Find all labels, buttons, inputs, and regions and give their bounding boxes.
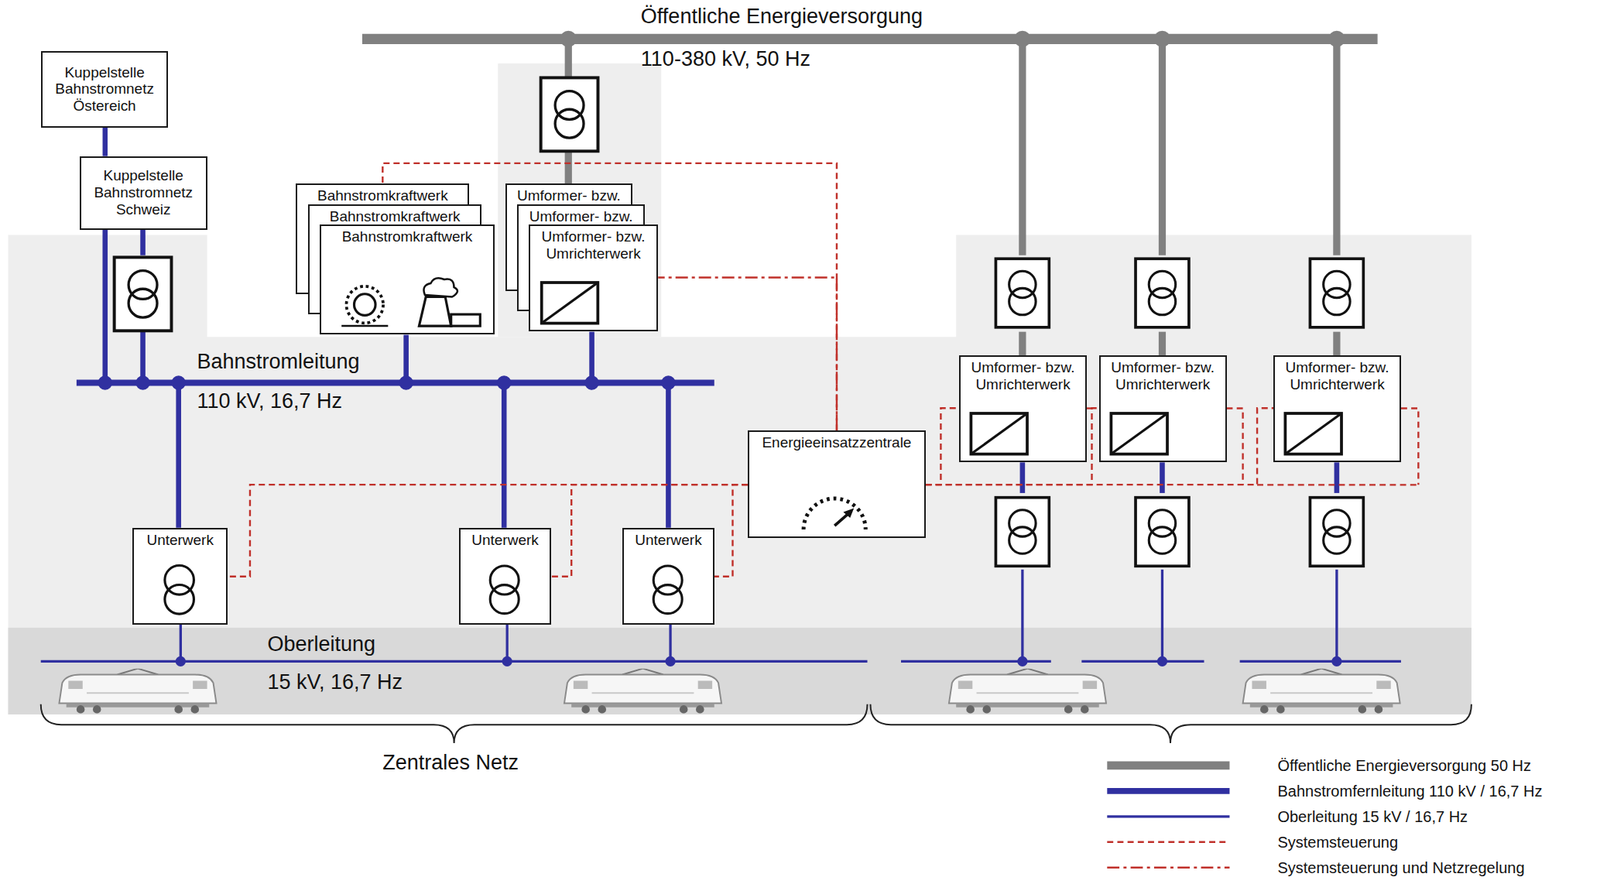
line-label: 110 kV, 16,7 Hz [196,389,343,414]
control-center-box: Energieeinsatzzentrale [747,430,926,538]
node-text: Unterwerk [137,531,223,549]
conv-icon [960,409,1086,459]
node-text: Unterwerk [464,531,546,549]
line-label: Öffentliche Energieversorgung [640,4,923,29]
locomotive [58,668,1400,714]
substation-box: Unterwerk [459,527,552,625]
legend-text: Systemsteuerung [1277,832,1398,851]
legend-text: Bahnstromfernleitung 110 kV / 16,7 Hz [1277,781,1542,800]
node-text: Energieeinsatzzentrale [753,434,920,452]
substation-box: Unterwerk [132,527,228,625]
node-text: Kuppelstelle Bahnstromnetz Schweiz [85,167,203,218]
node-text: Bahnstromkraftwerk [301,187,464,205]
line-label: 15 kV, 16,7 Hz [267,669,403,694]
legend-sample [1106,765,1230,868]
public-grid [362,38,1378,356]
converter-plant-box: Umformer- bzw. Umrichterwerk [528,224,658,332]
control-line [714,484,749,577]
trafo-icon [460,559,550,621]
node-text: Kuppelstelle Bahnstromnetz Östereich [46,64,164,115]
node-text: Umformer- bzw. Umrichterwerk [964,359,1082,394]
node-text: Umformer- bzw. [522,208,640,226]
node-text: Umformer- bzw. [510,187,628,205]
converter-plant-box: Umformer- bzw. Umrichterwerk [1099,355,1227,463]
conv-icon [1274,409,1400,459]
control-line [925,407,960,485]
junction-dot [98,375,1343,667]
line-label: Bahnstromleitung [196,349,360,374]
node-text: Umformer- bzw. Umrichterwerk [534,228,653,263]
node-text: Unterwerk [627,531,710,549]
control-line [657,277,837,432]
trafo-icon [133,559,227,621]
power-plant-box: Bahnstromkraftwerk [319,224,496,335]
plant-icon [321,275,494,330]
legend-text: Systemsteuerung und Netzregelung [1277,858,1525,877]
brace [41,704,1472,744]
node-text: Umformer- bzw. Umrichterwerk [1278,359,1396,394]
line-label: 110-380 kV, 50 Hz [640,47,811,72]
substation-box: Unterwerk [622,527,715,625]
catenary [41,569,1402,662]
node-text: Bahnstromkraftwerk [325,228,490,246]
trafo-icon [623,559,713,621]
background-region [8,63,1472,715]
coupling-point-box: Kuppelstelle Bahnstromnetz Östereich [41,51,169,128]
conv-icon [1100,409,1226,459]
coupling-point-box: Kuppelstelle Bahnstromnetz Schweiz [79,156,208,230]
rail-grid [76,229,1337,528]
power-line [104,127,106,157]
junction-dot [560,30,1346,48]
converter-plant-box: Umformer- bzw. Umrichterwerk [959,355,1087,463]
line-label: Oberleitung [267,631,376,656]
legend-text: Oberleitung 15 kV / 16,7 Hz [1277,807,1468,826]
conv-icon [530,278,657,328]
gauge-icon [749,486,924,534]
transformer-symbol [114,77,1364,566]
node-text: Bahnstromkraftwerk [313,208,477,226]
node-text: Umformer- bzw. Umrichterwerk [1104,359,1222,394]
converter-plant-box: Umformer- bzw. Umrichterwerk [1273,355,1402,463]
line-label: Zentrales Netz [382,750,519,775]
legend-text: Öffentliche Energieversorgung 50 Hz [1277,756,1532,775]
